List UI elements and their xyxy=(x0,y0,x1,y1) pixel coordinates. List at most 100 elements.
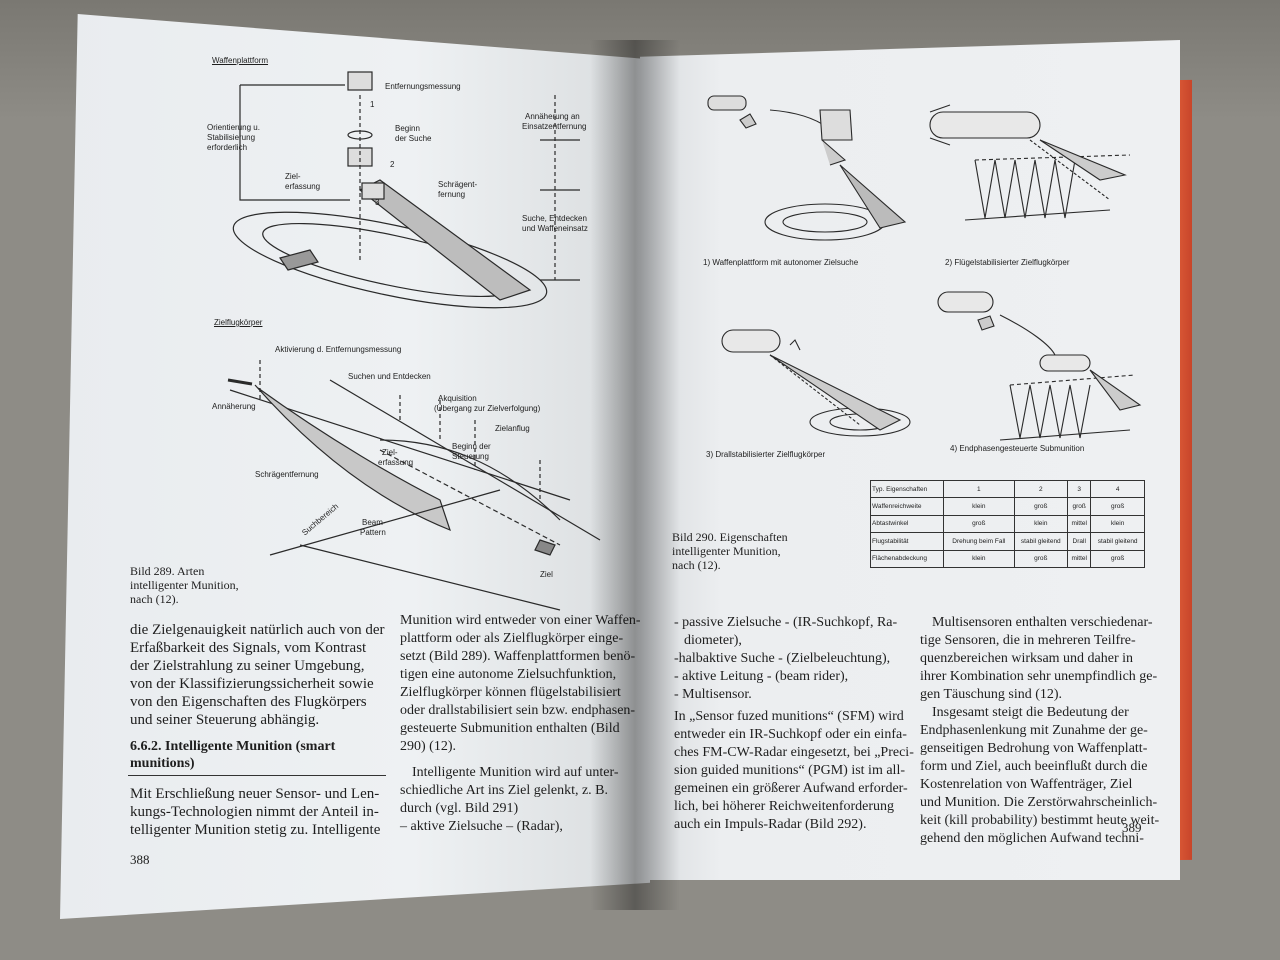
table-cell: groß xyxy=(1013,549,1069,569)
body-line: von der Klassifizierungssicherheit sowie xyxy=(130,676,374,692)
table-row: Waffenreichweite klein groß groß groß xyxy=(869,497,1145,516)
table-row: Flugstabilität Drehung beim Fall stabil … xyxy=(869,532,1145,551)
table-cell: groß xyxy=(943,514,1015,534)
section-heading: 6.6.2. Intelligente Munition (smart xyxy=(130,739,336,754)
body-line: durch (vgl. Bild 291) xyxy=(400,801,519,816)
fig289-label: Beginn der xyxy=(452,442,491,451)
section-heading: munitions) xyxy=(130,756,195,771)
body-line: tigen eine autonome Zielsuchfunktion, xyxy=(400,667,617,682)
fig289-label: Schrägentfernung xyxy=(255,470,319,479)
table-cell: Typ. Eigenschaften xyxy=(869,479,945,499)
fig289-label: Zielanflug xyxy=(495,424,530,433)
fig289-top-label: Waffenplattform xyxy=(212,56,269,65)
body-line: tige Sensoren, die in mehreren Teilfre- xyxy=(920,633,1136,648)
body-line: und Munition. Die Zerstörwahrscheinlich- xyxy=(920,795,1158,810)
fig289-label: Orientierung u. xyxy=(207,123,260,132)
fig289-label: Stabilisierung xyxy=(207,133,256,142)
fig289-label: erfassung xyxy=(285,182,321,191)
page-number-left: 388 xyxy=(130,852,150,867)
table-row: Flächenabdeckung klein groß mittel groß xyxy=(869,549,1145,569)
fig289-label: Beginn xyxy=(395,124,420,133)
fig290-subcaption: 4) Endphasengesteuerte Submunition xyxy=(950,444,1085,453)
body-line: Intelligente Munition wird auf unter- xyxy=(412,765,619,780)
fig289-label: 1 xyxy=(370,100,375,109)
body-line: form und Ziel, auch beeinflußt durch die xyxy=(920,759,1148,774)
fig289-caption: Bild 289. Arten xyxy=(130,564,205,578)
body-line: – aktive Zielsuche – (Radar), xyxy=(400,819,563,834)
body-line: diometer), xyxy=(684,633,742,648)
fig289-label: Suche, Entdecken xyxy=(522,214,587,223)
body-line: entweder ein IR-Suchkopf oder ein einfa- xyxy=(674,727,907,742)
table-cell: Waffenreichweite xyxy=(869,497,945,516)
fig289-label: Einsatzentfernung xyxy=(522,122,587,131)
fig289-label: Entfernungsmessung xyxy=(385,82,461,91)
table-cell: Abtastwinkel xyxy=(869,514,945,534)
right-page xyxy=(640,40,1180,880)
fig289-label: (Übergang zur Zielverfolgung) xyxy=(434,404,541,413)
fig289-label: und Waffeneinsatz xyxy=(522,224,588,233)
fig289-label: 3 xyxy=(375,198,380,207)
body-line: Endphasenlenkung mit Zunahme der ge- xyxy=(920,723,1148,738)
body-line: kungs-Technologien nimmt der Anteil in- xyxy=(130,804,379,820)
body-line: gesteuerte Submunition enthalten (Bild xyxy=(400,721,620,736)
body-line: gen Täuschung sind (12). xyxy=(920,687,1063,702)
body-line: schiedliche Art ins Ziel gelenkt, z. B. xyxy=(400,783,609,798)
fig289-label: Schrägent- xyxy=(438,180,478,189)
fig289-label: 2 xyxy=(390,160,395,169)
body-line: -halbaktive Suche - (Zielbeleuchtung), xyxy=(674,651,891,666)
body-line: Insgesamt steigt die Bedeutung der xyxy=(932,705,1129,720)
table-cell: 4 xyxy=(1090,479,1145,499)
table-cell: groß xyxy=(1090,497,1145,516)
body-line: auch ein Impuls-Radar (Bild 292). xyxy=(674,817,867,832)
body-line: In „Sensor fuzed munitions“ (SFM) wird xyxy=(674,709,904,724)
fig289-label: Suchen und Entdecken xyxy=(348,372,431,381)
body-line: ihrer Kombination sehr unempfindlich ge- xyxy=(920,669,1158,684)
fig289-label: Pattern xyxy=(360,528,386,537)
table-cell: groß xyxy=(1067,497,1092,516)
fig289-label: erforderlich xyxy=(207,143,248,152)
fig289-label: der Suche xyxy=(395,134,432,143)
fig290-subcaption: 3) Drallstabilisierter Zielflugkörper xyxy=(706,450,826,459)
book-spine-shadow xyxy=(590,40,680,910)
table-cell: klein xyxy=(1090,514,1145,534)
body-line: Kostenrelation von Waffenträger, Ziel xyxy=(920,777,1133,792)
body-line: keit (kill probability) bestimmt heute w… xyxy=(920,813,1160,828)
table-cell: Flugstabilität xyxy=(869,532,945,551)
fig289-caption: intelligenter Munition, xyxy=(130,578,239,592)
body-line: - Multisensor. xyxy=(674,687,752,702)
table-cell: mittel xyxy=(1067,549,1092,569)
body-line: - aktive Leitung - (beam rider), xyxy=(674,669,849,684)
fig290-caption: intelligenter Munition, xyxy=(672,544,781,558)
fig289-label: Annäherung an xyxy=(525,112,580,121)
fig289-label: Ziel xyxy=(540,570,553,579)
body-line: die Zielgenauigkeit natürlich auch von d… xyxy=(130,622,385,638)
table-cell: 3 xyxy=(1067,479,1092,499)
table-cell: 1 xyxy=(943,479,1015,499)
table-cell: Drehung beim Fall xyxy=(943,532,1015,551)
fig289-label: Akquisition xyxy=(438,394,477,403)
table-header-row: Typ. Eigenschaften 1 2 3 4 xyxy=(869,479,1145,499)
body-line: telligenter Munition stetig zu. Intellig… xyxy=(130,822,381,838)
body-line: quenzbereichen wirksam und daher in xyxy=(920,651,1134,666)
table-cell: klein xyxy=(943,549,1015,569)
fig290-caption: nach (12). xyxy=(672,558,721,572)
fig289-bottom-label: Zielflugkörper xyxy=(214,318,263,327)
body-line: - passive Zielsuche - (IR-Suchkopf, Ra- xyxy=(674,615,898,630)
table-cell: stabil gleitend xyxy=(1090,532,1145,551)
body-line: 290) (12). xyxy=(400,739,456,754)
body-line: Zielflugkörper können flügelstabilisiert xyxy=(400,685,621,700)
page-number-right: 389 xyxy=(1122,820,1142,835)
table-cell: stabil gleitend xyxy=(1013,532,1069,551)
table-cell: klein xyxy=(1013,514,1069,534)
fig289-label: fernung xyxy=(438,190,466,199)
fig289-label: erfassung xyxy=(378,458,414,467)
body-line: und seiner Steuerung abhängig. xyxy=(130,712,320,728)
fig289-label: Beam- xyxy=(362,518,386,527)
fig290-subcaption: 1) Waffenplattform mit autonomer Zielsuc… xyxy=(703,258,859,267)
body-line: Multisensoren enthalten verschiedenar- xyxy=(932,615,1153,630)
table-cell: mittel xyxy=(1067,514,1092,534)
table-cell: klein xyxy=(943,497,1015,516)
table-cell: 2 xyxy=(1013,479,1069,499)
